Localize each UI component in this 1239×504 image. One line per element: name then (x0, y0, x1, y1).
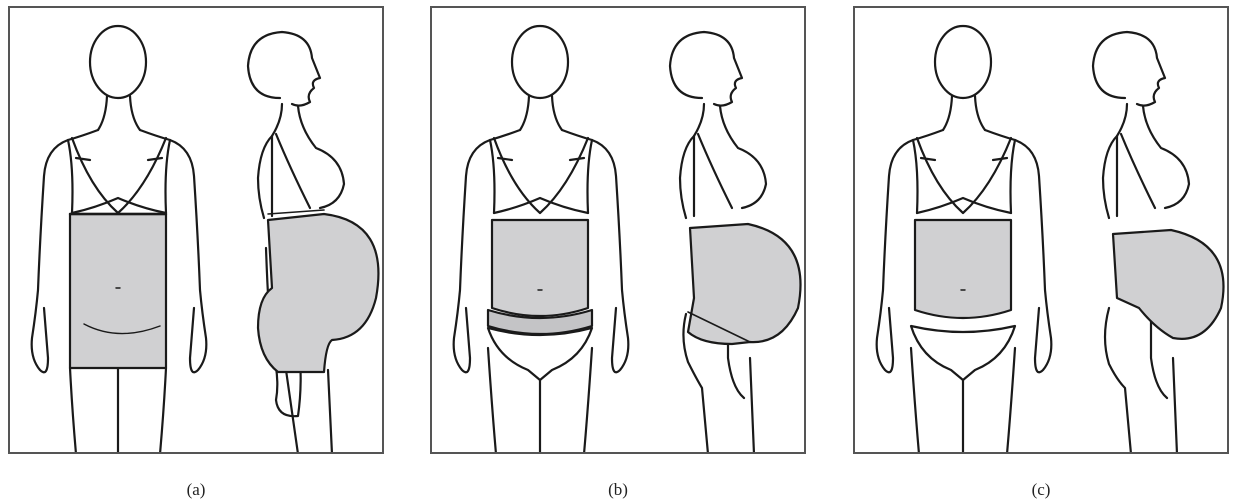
panel-a-drawing (10, 8, 384, 454)
caption-b: (b) (430, 480, 806, 500)
belly-band-front (492, 220, 588, 316)
tube-garment-side (258, 214, 378, 372)
caption-a: (a) (8, 480, 384, 500)
belly-band-side (688, 224, 801, 344)
belly-band-side (1113, 230, 1224, 339)
panel-c (853, 6, 1229, 454)
belly-band-front (915, 220, 1011, 318)
caption-c: (c) (853, 480, 1229, 500)
panel-a (8, 6, 384, 454)
panel-b (430, 6, 806, 454)
panel-b-drawing (432, 8, 806, 454)
panel-c-drawing (855, 8, 1229, 454)
tube-garment-front (70, 214, 166, 368)
